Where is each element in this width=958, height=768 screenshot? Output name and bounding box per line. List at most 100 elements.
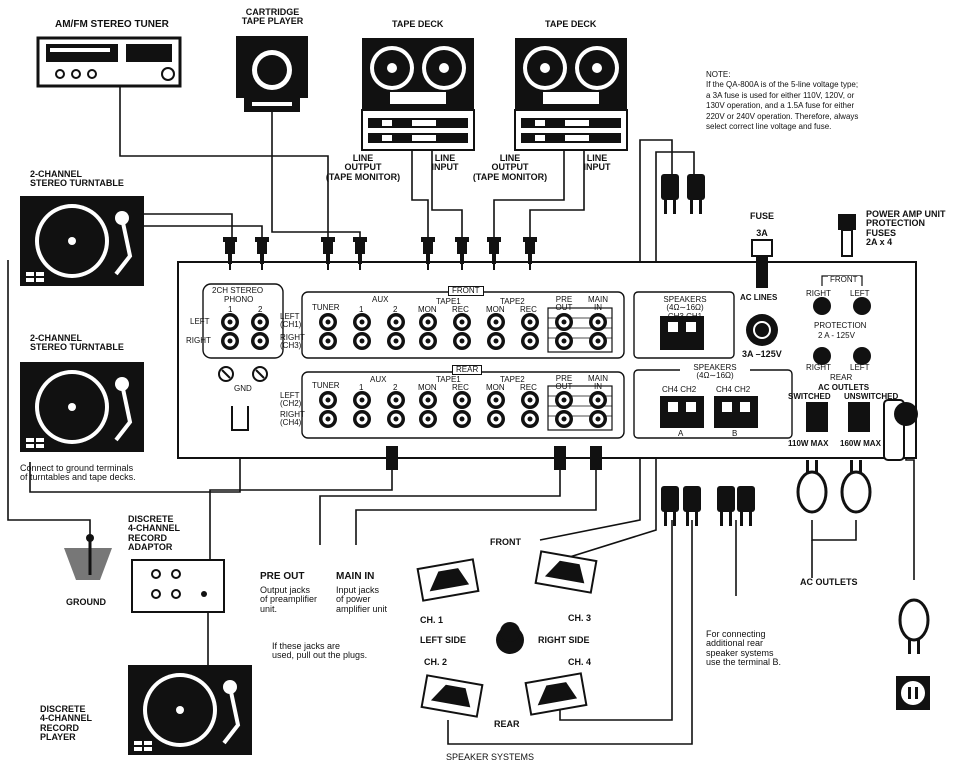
tape2-line-output-line2: OUTPUT (491, 162, 529, 173)
adaptor-label-line3: RECORD (128, 532, 168, 543)
left-ch1-label: LEFT (CH1) (280, 312, 301, 330)
rear-speakers-title: SPEAKERS (693, 363, 737, 372)
front-tape2-mon: MON (486, 305, 505, 314)
tape1-line-input-label: LINE INPUT (430, 153, 460, 173)
rear-main-in-label: MAIN IN (584, 374, 612, 392)
front-aux-label: AUX (372, 295, 389, 304)
adaptor-label-line2: 4-CHANNEL (128, 523, 181, 534)
tape2-line-input-line1: LINE (586, 153, 608, 163)
note-line1: If the QA-800A is of the 5-line voltage … (706, 80, 859, 90)
note-line2: a 3A fuse is used for either 110V, 120V,… (706, 90, 855, 100)
ground-note: Connect to ground terminals of turntable… (20, 463, 136, 483)
pre-out-desc-line2: of preamplifier (260, 594, 318, 605)
turntable-1-label-line2: STEREO TURNTABLE (30, 178, 124, 189)
cartridge-label: CARTRIDGE TAPE PLAYER (235, 7, 310, 27)
front-row-label: FRONT (448, 286, 484, 297)
rear-b-note-line1: For connecting (706, 629, 766, 639)
power-amp-line1: POWER AMP UNIT (866, 209, 946, 219)
left-ch1-line1: LEFT (280, 312, 300, 321)
phono-label: PHONO (224, 295, 254, 304)
tape-deck-2-label: TAPE DECK (545, 19, 597, 29)
front-speakers-channels: CH3 CH1 (667, 311, 703, 321)
rear-tape1-mon: MON (418, 383, 437, 392)
pull-plugs-line2: used, pull out the plugs. (272, 650, 368, 661)
ground-label: GROUND (66, 597, 106, 607)
power-protection: PROTECTION (814, 321, 867, 330)
power-right-top: RIGHT (806, 289, 831, 298)
power-front-label: FRONT (828, 275, 860, 285)
player-label-line3: RECORD (40, 722, 80, 733)
main-in-desc: Input jacks of power amplifier unit (336, 585, 388, 614)
speaker-right-side-label: RIGHT SIDE (538, 635, 590, 645)
tape-deck-1-label: TAPE DECK (392, 19, 444, 29)
rear-speakers-impedance: (4Ω∼16Ω) (696, 371, 734, 381)
rear-b-note-line4: use the terminal B. (706, 657, 782, 668)
player-label-line1: DISCRETE (40, 704, 86, 714)
main-in-desc-line1: Input jacks (336, 585, 380, 595)
phono-right: RIGHT (186, 336, 211, 345)
note-line3: 130V operation, and a 1.5A fuse for eith… (706, 101, 855, 111)
front-main-in-line1: MAIN (588, 295, 608, 304)
rear-b-note-line3: speaker systems (706, 647, 774, 658)
speaker-systems-title: SPEAKER SYSTEMS (446, 752, 535, 762)
front-speakers-label: SPEAKERS (4Ω∼16Ω) CH3 CH1 (650, 295, 720, 321)
rear-row-label: REAR (452, 365, 483, 376)
tape1-line-input-line1: LINE (434, 153, 456, 163)
front-pre-out-line1: PRE (555, 295, 573, 304)
ac-outlets-panel-label: AC OUTLETS (818, 383, 870, 392)
turntable-2-label: 2-CHANNEL STEREO TURNTABLE (30, 333, 124, 353)
pull-plugs-line1: If these jacks are (272, 641, 341, 651)
rear-pre-out-label: PRE OUT (552, 374, 576, 392)
ac-unswitched-max: 160W MAX (840, 439, 881, 448)
main-in-desc-line3: amplifier unit (336, 603, 388, 614)
rear-main-in-line1: MAIN (588, 374, 608, 383)
rear-tape1-label: TAPE1 (436, 375, 461, 384)
rear-main-in-line2: IN (594, 382, 602, 392)
rear-tape2-rec: REC (520, 383, 537, 392)
right-ch4-line1: RIGHT (280, 410, 305, 419)
rear-tape2-mon: MON (486, 383, 505, 392)
turntable-2-label-line2: STEREO TURNTABLE (30, 342, 124, 353)
fuse-title: FUSE (749, 211, 774, 221)
note-line5: select correct line voltage and fuse. (706, 121, 832, 131)
speaker-front-label: FRONT (490, 537, 521, 547)
right-ch3-line2: (CH3) (280, 341, 302, 351)
tape1-line-output-line1: LINE (352, 153, 374, 163)
rear-pre-out-line1: PRE (555, 374, 573, 383)
rear-pre-out-line2: OUT (555, 382, 573, 392)
rear-speakers-label: SPEAKERS (4Ω∼16Ω) (680, 363, 750, 381)
phono-ch1: 1 (228, 305, 233, 314)
tape1-line-output-line2: OUTPUT (344, 162, 382, 173)
adaptor-label-line4: ADAPTOR (128, 542, 173, 553)
front-tape2-label: TAPE2 (500, 297, 525, 306)
note-title: NOTE: (706, 70, 731, 79)
power-left-top: LEFT (850, 289, 870, 298)
front-tape2-rec: REC (520, 305, 537, 314)
speaker-rear-label: REAR (494, 719, 520, 729)
tape1-line-input-line2: INPUT (431, 162, 459, 173)
tape2-line-output-line3: (TAPE MONITOR) (472, 171, 548, 182)
power-left-bottom: LEFT (850, 363, 870, 372)
front-aux1-label: 1 (359, 305, 364, 314)
front-pre-out-line2: OUT (555, 303, 573, 313)
ac-unswitched-label: UNSWITCHED (844, 392, 899, 401)
turntable-1-label-line1: 2-CHANNEL (30, 169, 83, 179)
power-amp-line3: FUSES (866, 227, 897, 238)
ac-switched-label: SWITCHED (788, 392, 831, 401)
power-protection-rating: 2 A - 125V (818, 331, 855, 340)
adaptor-label: DISCRETE 4-CHANNEL RECORD ADAPTOR (128, 514, 181, 553)
front-main-in-line2: IN (594, 303, 602, 313)
tape1-line-output-line3: (TAPE MONITOR) (325, 171, 401, 182)
front-speakers-impedance: (4Ω∼16Ω) (666, 303, 704, 313)
ac-switched-max: 110W MAX (788, 439, 829, 448)
tape2-line-input-line2: INPUT (583, 162, 611, 173)
main-in-title: MAIN IN (336, 571, 375, 582)
rear-aux1-label: 1 (359, 383, 364, 392)
speaker-ch2-label: CH. 2 (424, 657, 448, 667)
pre-out-title: PRE OUT (260, 571, 305, 582)
ac-outlets-label: AC OUTLETS (800, 577, 858, 587)
player-label: DISCRETE 4-CHANNEL RECORD PLAYER (40, 704, 92, 743)
front-tuner-label: TUNER (312, 303, 340, 312)
right-ch4-line2: (CH4) (280, 418, 302, 428)
